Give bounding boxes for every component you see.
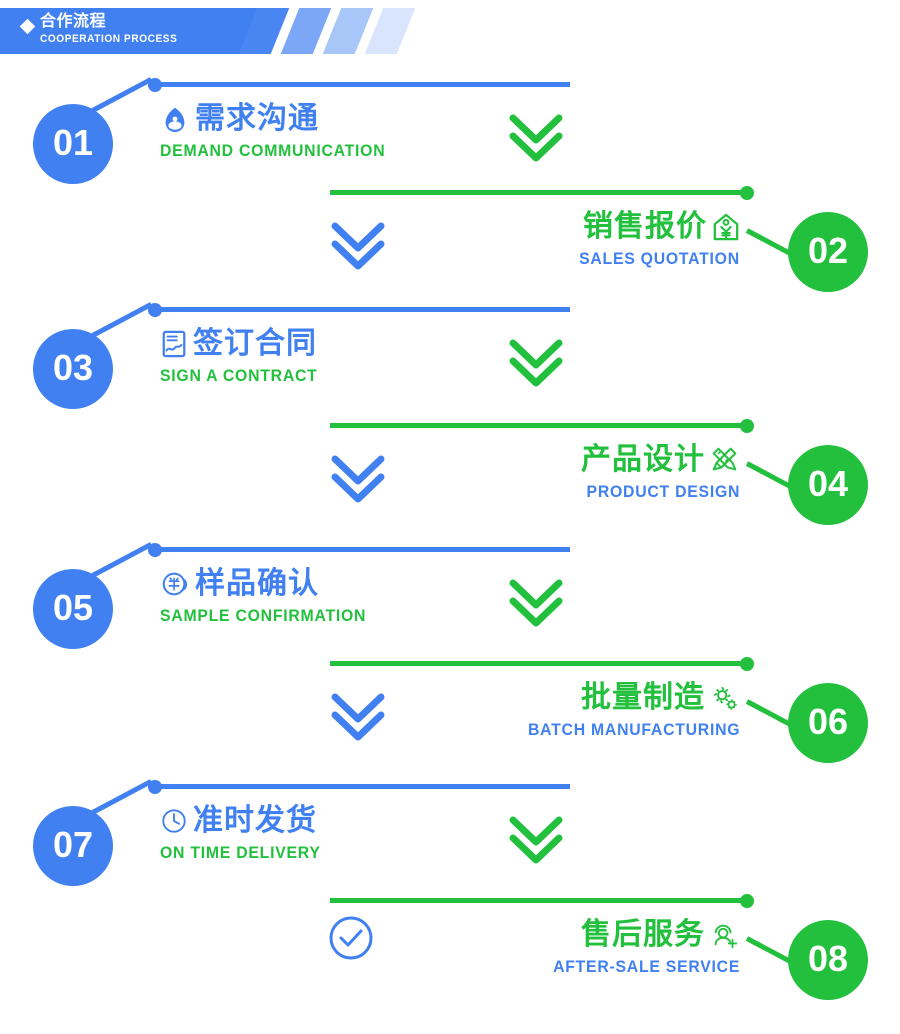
- chevron-double-down-icon: [505, 108, 567, 175]
- chevron-double-down-icon: [505, 810, 567, 877]
- chevron-double-down-icon: [505, 333, 567, 400]
- step-number-badge: 04: [788, 445, 868, 525]
- pencil-ruler-icon: [712, 447, 737, 471]
- step-text-group: 准时发货 ON TIME DELIVERY: [160, 802, 333, 863]
- connector-line-horizontal: [330, 898, 747, 903]
- step-number-label: 02: [807, 230, 849, 271]
- step-title-cn: 需求沟通: [195, 102, 319, 135]
- process-step-05: 05 样品确认 SAMPLE CONFIRMATION: [0, 537, 900, 657]
- step-title-row: 样品确认: [160, 565, 382, 603]
- step-text-group: 需求沟通 DEMAND COMMUNICATION: [160, 100, 402, 161]
- step-text-group: 产品设计 PRODUCT DESIGN: [575, 441, 740, 502]
- step-title-en: SAMPLE CONFIRMATION: [160, 606, 367, 625]
- connector-line-horizontal: [330, 190, 747, 195]
- banner-stripe: [364, 8, 416, 54]
- connector-node-dot: [740, 419, 754, 433]
- step-title-row: 准时发货: [160, 802, 333, 840]
- step-number-badge: 05: [33, 569, 113, 649]
- sample-stamp-icon: [162, 572, 188, 596]
- clock-icon: [162, 809, 186, 833]
- step-title-row: 销售报价: [567, 208, 740, 246]
- step-title-cn: 产品设计: [581, 443, 705, 476]
- step-title-en: SALES QUOTATION: [579, 249, 740, 268]
- connector-node-dot: [740, 186, 754, 200]
- process-step-06: 06 批量制造 BATCH MANUFACTURING: [0, 651, 900, 771]
- chevron-double-down-icon: [327, 216, 389, 283]
- step-number-badge: 07: [33, 806, 113, 886]
- chat-person-icon: [165, 107, 185, 133]
- step-number-badge: 08: [788, 920, 868, 1000]
- step-number-label: 05: [52, 587, 94, 628]
- price-tag-yuan-icon: [713, 213, 739, 241]
- process-step-03: 03 签订合同 SIGN A CONTRACT: [0, 297, 900, 417]
- diamond-icon: [19, 18, 36, 35]
- gears-icon: [713, 686, 738, 711]
- banner-stripe: [322, 8, 374, 54]
- step-title-en: BATCH MANUFACTURING: [527, 720, 740, 739]
- step-text-group: 售后服务 AFTER-SALE SERVICE: [539, 916, 740, 977]
- step-number-label: 03: [52, 347, 94, 388]
- banner-title-en: COOPERATION PROCESS: [40, 33, 178, 45]
- step-title-row: 批量制造: [512, 679, 740, 717]
- step-text-group: 批量制造 BATCH MANUFACTURING: [512, 679, 740, 740]
- step-title-en: DEMAND COMMUNICATION: [160, 141, 386, 160]
- process-step-04: 04 产品设计 PRODUCT DESIGN: [0, 413, 900, 533]
- step-number-label: 01: [52, 122, 94, 163]
- step-text-group: 签订合同 SIGN A CONTRACT: [160, 325, 329, 386]
- header-banner: 合作流程 COOPERATION PROCESS: [0, 8, 900, 54]
- signed-document-icon: [162, 330, 186, 358]
- connector-line-horizontal: [330, 661, 747, 666]
- step-text-group: 销售报价 SALES QUOTATION: [567, 208, 740, 269]
- step-title-cn: 售后服务: [581, 918, 705, 951]
- step-title-cn: 样品确认: [195, 567, 319, 600]
- chevron-double-down-icon: [505, 573, 567, 640]
- step-title-en: ON TIME DELIVERY: [160, 843, 321, 862]
- step-number-badge: 03: [33, 329, 113, 409]
- connector-node-dot: [148, 303, 162, 317]
- connector-line-horizontal: [155, 82, 570, 87]
- step-title-en: AFTER-SALE SERVICE: [552, 957, 740, 976]
- connector-line-horizontal: [155, 307, 570, 312]
- step-title-cn: 批量制造: [581, 681, 705, 714]
- step-title-row: 售后服务: [539, 916, 740, 954]
- step-title-cn: 准时发货: [193, 804, 317, 837]
- step-title-cn: 签订合同: [193, 327, 317, 360]
- step-title-row: 签订合同: [160, 325, 329, 363]
- connector-line-horizontal: [155, 547, 570, 552]
- process-step-02: 02 销售报价 SALES QUOTATION: [0, 180, 900, 300]
- customer-service-person-icon: [714, 924, 738, 949]
- step-number-label: 08: [807, 938, 849, 979]
- step-number-label: 04: [807, 463, 849, 504]
- check-circle-icon: [327, 914, 375, 967]
- step-number-badge: 01: [33, 104, 113, 184]
- connector-node-dot: [740, 657, 754, 671]
- step-text-group: 样品确认 SAMPLE CONFIRMATION: [160, 565, 382, 626]
- step-title-row: 产品设计: [575, 441, 740, 479]
- connector-node-dot: [148, 543, 162, 557]
- banner-stripe: [280, 8, 332, 54]
- process-step-08: 08 售后服务 AFTER-SALE SERVICE: [0, 888, 900, 1008]
- step-title-cn: 销售报价: [583, 210, 707, 243]
- step-number-label: 07: [52, 824, 94, 865]
- connector-node-dot: [740, 894, 754, 908]
- step-number-badge: 02: [788, 212, 868, 292]
- connector-line-horizontal: [330, 423, 747, 428]
- step-title-row: 需求沟通: [160, 100, 402, 138]
- process-step-07: 07 准时发货 ON TIME DELIVERY: [0, 774, 900, 894]
- banner-title-cn: 合作流程: [40, 13, 107, 30]
- process-step-01: 01 需求沟通 DEMAND COMMUNICATION: [0, 72, 900, 192]
- step-title-en: SIGN A CONTRACT: [160, 366, 318, 385]
- banner-text-group: 合作流程 COOPERATION PROCESS: [19, 11, 282, 53]
- connector-node-dot: [148, 78, 162, 92]
- chevron-double-down-icon: [327, 687, 389, 754]
- connector-line-horizontal: [155, 784, 570, 789]
- step-number-badge: 06: [788, 683, 868, 763]
- step-title-en: PRODUCT DESIGN: [586, 482, 740, 501]
- chevron-double-down-icon: [327, 449, 389, 516]
- step-number-label: 06: [807, 701, 849, 742]
- connector-node-dot: [148, 780, 162, 794]
